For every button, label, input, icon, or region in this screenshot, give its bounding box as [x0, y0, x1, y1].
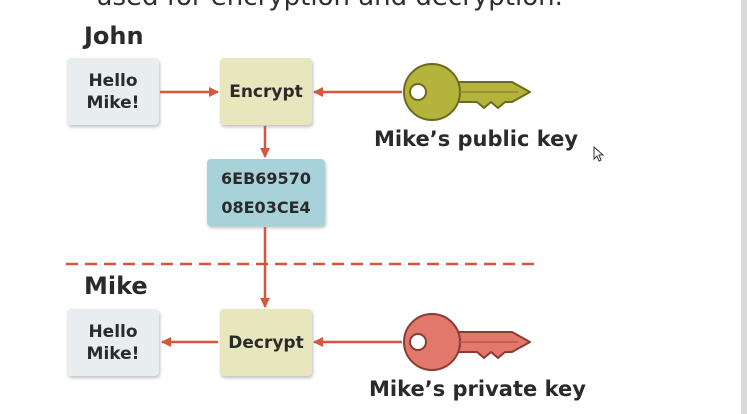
john-label: John	[84, 22, 144, 50]
public-key-label: Mike’s public key	[374, 127, 579, 151]
private-key-icon	[403, 313, 531, 371]
plaintext-line-1: Hello	[88, 321, 138, 342]
ciphertext-box: 6EB69570 08E03CE4	[207, 159, 325, 226]
encrypt-label: Encrypt	[229, 81, 303, 102]
ciphertext-line-1: 6EB69570	[221, 168, 311, 188]
window-edge	[741, 0, 747, 414]
plaintext-line-1: Hello	[88, 70, 138, 91]
decrypt-label: Decrypt	[228, 332, 304, 353]
plaintext-line-2: Mike!	[86, 343, 140, 364]
john-plaintext-box: Hello Mike!	[67, 58, 159, 125]
plaintext-line-2: Mike!	[86, 92, 140, 113]
decrypt-box: Decrypt	[220, 309, 312, 376]
mouse-cursor-icon	[593, 145, 605, 162]
mike-plaintext-box: Hello Mike!	[67, 309, 159, 376]
ciphertext-line-2: 08E03CE4	[221, 197, 311, 217]
mike-label: Mike	[84, 272, 148, 300]
private-key-label: Mike’s private key	[369, 377, 586, 401]
encrypt-box: Encrypt	[220, 58, 312, 125]
public-key-icon	[403, 63, 531, 121]
slide-body-text: used for encryption and decryption.	[96, 0, 656, 16]
